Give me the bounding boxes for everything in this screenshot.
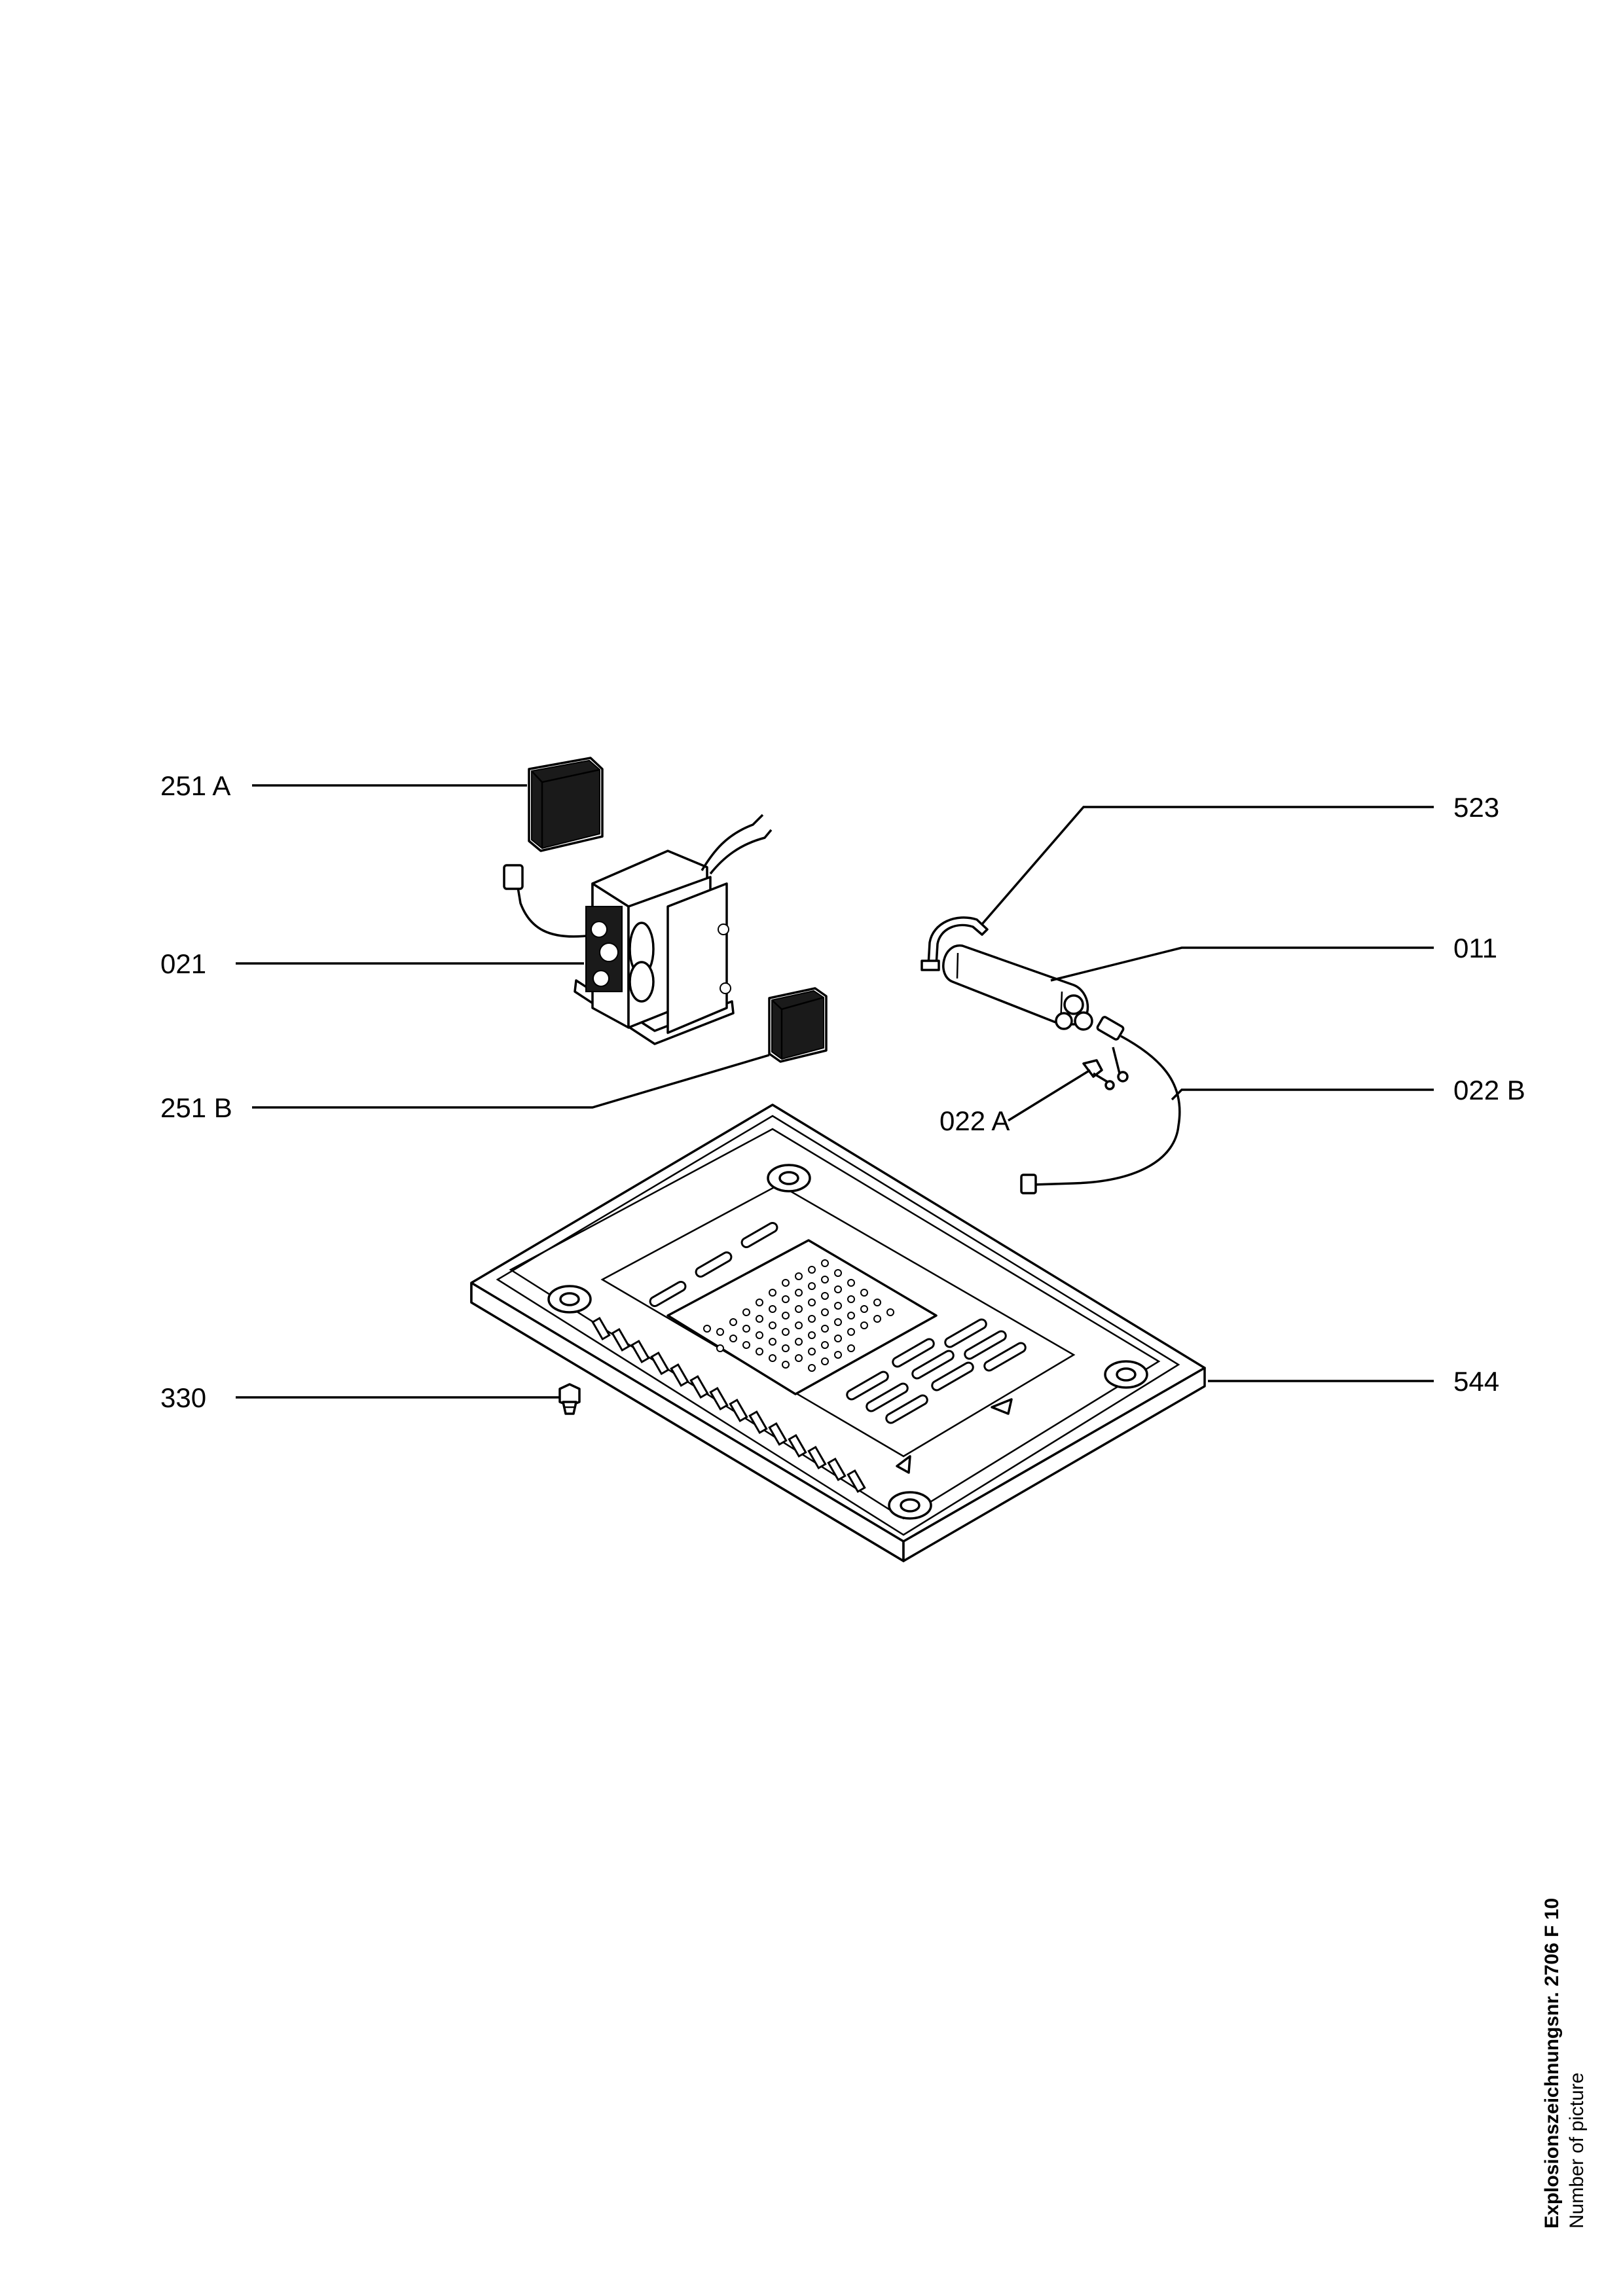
part-022b-diode-wire <box>1020 1016 1181 1194</box>
drawing-number: Explosionszeichnungsnr. 2706 F 10 <box>1541 1897 1563 2229</box>
vent-holes <box>703 1259 894 1372</box>
part-523-capacitor-clamp <box>921 916 989 971</box>
part-251b-ferrite-block <box>768 987 828 1063</box>
part-251a-ferrite-block <box>528 757 604 852</box>
part-011-capacitor <box>942 944 1093 1031</box>
callout-544: 544 <box>1453 1366 1499 1397</box>
side-vent-slots <box>649 1222 1027 1424</box>
callout-021: 021 <box>160 948 206 979</box>
callout-022b: 022 B <box>1453 1075 1525 1105</box>
picture-caption: Number of picture <box>1566 2072 1588 2229</box>
callout-011: 011 <box>1453 933 1497 963</box>
callout-330: 330 <box>160 1382 206 1413</box>
part-021-transformer <box>503 814 773 1045</box>
callout-251a: 251 A <box>160 770 230 801</box>
callout-251b: 251 B <box>160 1092 232 1123</box>
part-330-screw <box>558 1383 581 1415</box>
leader-lines <box>236 784 1434 1399</box>
front-vent-slots <box>591 1316 866 1494</box>
callout-523: 523 <box>1453 792 1499 823</box>
mounting-feet <box>547 1164 1148 1520</box>
part-022a-connector <box>1082 1059 1115 1090</box>
callout-labels: 251 A 021 251 B 330 523 011 022 A 022 B … <box>160 770 1525 1413</box>
part-544-base-plate <box>470 1103 1206 1562</box>
callout-022a: 022 A <box>939 1105 1010 1136</box>
